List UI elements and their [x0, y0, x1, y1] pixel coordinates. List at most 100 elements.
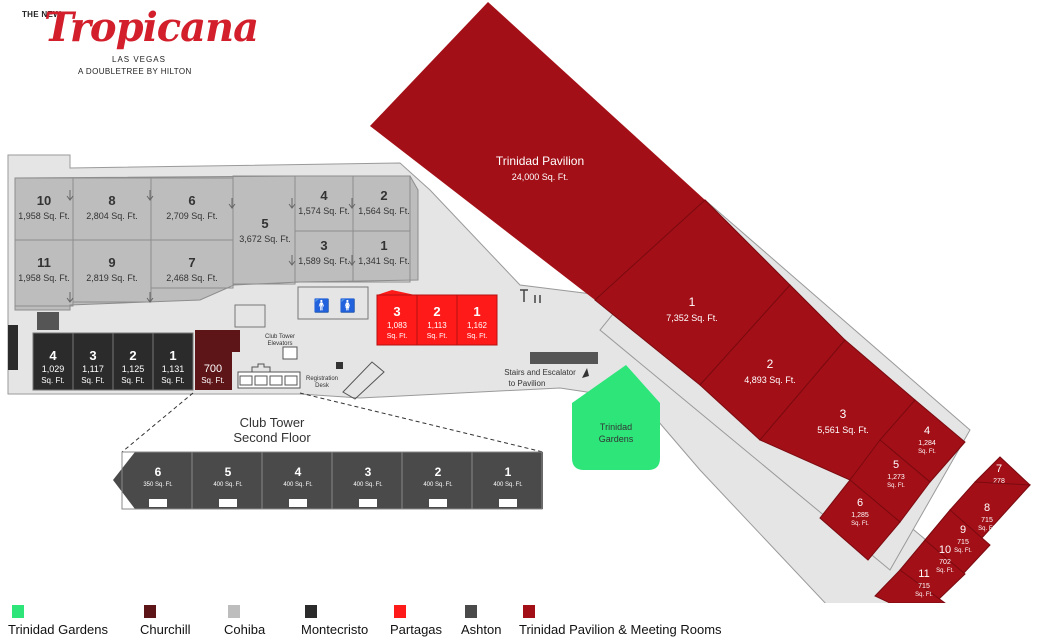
cohiba-room-number: 3	[320, 238, 327, 253]
cohiba-room-number: 6	[188, 193, 195, 208]
door-arrow-icon	[66, 190, 74, 201]
pavilion-room-6[interactable]	[819, 479, 901, 561]
pavilion-room-unit: Sq. Ft.	[936, 568, 954, 574]
womens-restroom-icon: 🚺	[340, 298, 356, 313]
trinidad-gardens[interactable]	[572, 365, 660, 470]
restroom-icon	[289, 499, 307, 507]
cohiba-room-number: 9	[108, 255, 115, 270]
pavilion-room-unit: Sq. Ft.	[918, 449, 936, 455]
club-tower-title: Club Tower	[240, 415, 305, 430]
stairs-icon	[342, 361, 385, 400]
cohiba-room-number: 8	[108, 193, 115, 208]
pavilion-room-number: 2	[767, 357, 774, 371]
elevator-icon	[254, 375, 268, 386]
elevator-icon	[269, 375, 283, 386]
partagas-room-1[interactable]	[456, 294, 498, 346]
callout-line	[121, 392, 194, 453]
registration-desk-label: Desk	[315, 383, 330, 389]
door-arrow-icon	[228, 198, 236, 209]
pavilion-room-number: 9	[960, 524, 966, 536]
restroom-icon	[219, 499, 237, 507]
cohiba-room-number: 7	[188, 255, 195, 270]
door-arrow-icon	[288, 198, 296, 209]
partagas-room-number: 2	[433, 304, 440, 319]
pavilion-room-area: 4,893 Sq. Ft.	[744, 375, 796, 385]
legend-label: Churchill	[140, 622, 191, 637]
partagas-room-area: 1,083	[387, 321, 408, 330]
cohiba-room-number: 10	[37, 193, 51, 208]
pavilion-title: Trinidad Pavilion	[496, 154, 584, 168]
logo-city: LAS VEGAS	[112, 55, 166, 64]
restroom-icon	[149, 499, 167, 507]
club-tower-subtitle: Second Floor	[233, 430, 311, 445]
legend-swatch	[394, 605, 406, 618]
partagas-room-number: 1	[473, 304, 480, 319]
cohiba-room-number: 4	[320, 188, 328, 203]
partagas-room-unit: Sq. Ft.	[427, 333, 448, 340]
pavilion-room-area: 702	[939, 559, 951, 566]
cohiba-room-area: 2,709 Sq. Ft.	[166, 211, 218, 221]
escalator-icon	[530, 352, 598, 364]
logo-name: Tropicana	[44, 4, 259, 51]
restroom-icon	[429, 499, 447, 507]
cohiba-room-number: 5	[261, 216, 268, 231]
montecristo-room-area: 1,117	[82, 364, 104, 374]
club-tower-elevators-label: Elevators	[267, 341, 292, 347]
ashton-room-area: 400 Sq. Ft.	[423, 482, 453, 488]
arrow-icon	[582, 368, 589, 378]
ashton-room-area: 350 Sq. Ft.	[143, 482, 173, 488]
service-area	[234, 304, 266, 328]
legend-label: Trinidad Pavilion & Meeting Rooms	[519, 622, 722, 637]
partagas-room-unit: Sq. Ft.	[387, 333, 408, 340]
legend-swatch	[523, 605, 535, 618]
ashton-block	[113, 452, 543, 509]
registration-desk-icon	[336, 362, 343, 369]
cohiba-room-area: 1,564 Sq. Ft.	[358, 206, 410, 216]
pavilion-room-number: 7	[996, 463, 1002, 475]
restroom-icon	[520, 289, 541, 303]
pavilion-main-hall[interactable]	[370, 2, 705, 300]
elevator-icon	[284, 375, 298, 386]
ashton-room-1[interactable]	[471, 451, 543, 510]
churchill-room-number: 700	[204, 363, 222, 375]
legend-label: Cohiba	[224, 622, 266, 637]
montecristo-room-number: 1	[169, 348, 176, 363]
door-arrow-icon	[66, 292, 74, 303]
ashton-room-number: 4	[295, 465, 302, 479]
floor-plan-map: 101,958 Sq. Ft.82,804 Sq. Ft.62,709 Sq. …	[7, 2, 1032, 603]
wall-block	[8, 325, 18, 370]
door-arrow-icon	[348, 198, 356, 209]
gardens-label-line2: Gardens	[599, 434, 634, 444]
legend-label: Montecristo	[301, 622, 369, 637]
pavilion-room-number: 8	[984, 502, 990, 514]
pavilion-room-number: 1	[689, 295, 696, 309]
montecristo-room-1[interactable]	[152, 332, 194, 391]
ashton-room-area: 400 Sq. Ft.	[353, 482, 383, 488]
cohiba-room-area: 2,468 Sq. Ft.	[166, 273, 218, 283]
restroom-icon	[499, 499, 517, 507]
pavilion-room-unit: Sq. Ft.	[887, 483, 905, 489]
door-arrow-icon	[146, 190, 154, 201]
pavilion-room-number: 6	[857, 497, 863, 509]
stairs-escalator-label: to Pavilion	[509, 379, 546, 388]
logo-the-new: THE NEW	[22, 10, 61, 19]
pavilion-room-area: 715	[957, 539, 969, 546]
montecristo-room-unit: Sq. Ft.	[81, 376, 105, 385]
cohiba-room-1[interactable]	[352, 230, 411, 283]
pavilion-room-area: 278	[993, 478, 1005, 485]
cohiba-room-number: 2	[380, 188, 387, 203]
pavilion-room-11[interactable]	[874, 569, 946, 603]
partagas-room-area: 1,113	[427, 321, 447, 330]
montecristo-room-unit: Sq. Ft.	[161, 376, 185, 385]
pavilion-room-number: 10	[939, 544, 951, 556]
door-arrow-icon	[348, 255, 356, 266]
club-tower-elevators-label: Club Tower	[265, 334, 295, 340]
cohiba-room-area: 1,958 Sq. Ft.	[18, 211, 70, 221]
pavilion-room-area: 5,561 Sq. Ft.	[817, 425, 869, 435]
montecristo-room-number: 2	[129, 348, 136, 363]
churchill-room-700[interactable]	[195, 330, 240, 390]
